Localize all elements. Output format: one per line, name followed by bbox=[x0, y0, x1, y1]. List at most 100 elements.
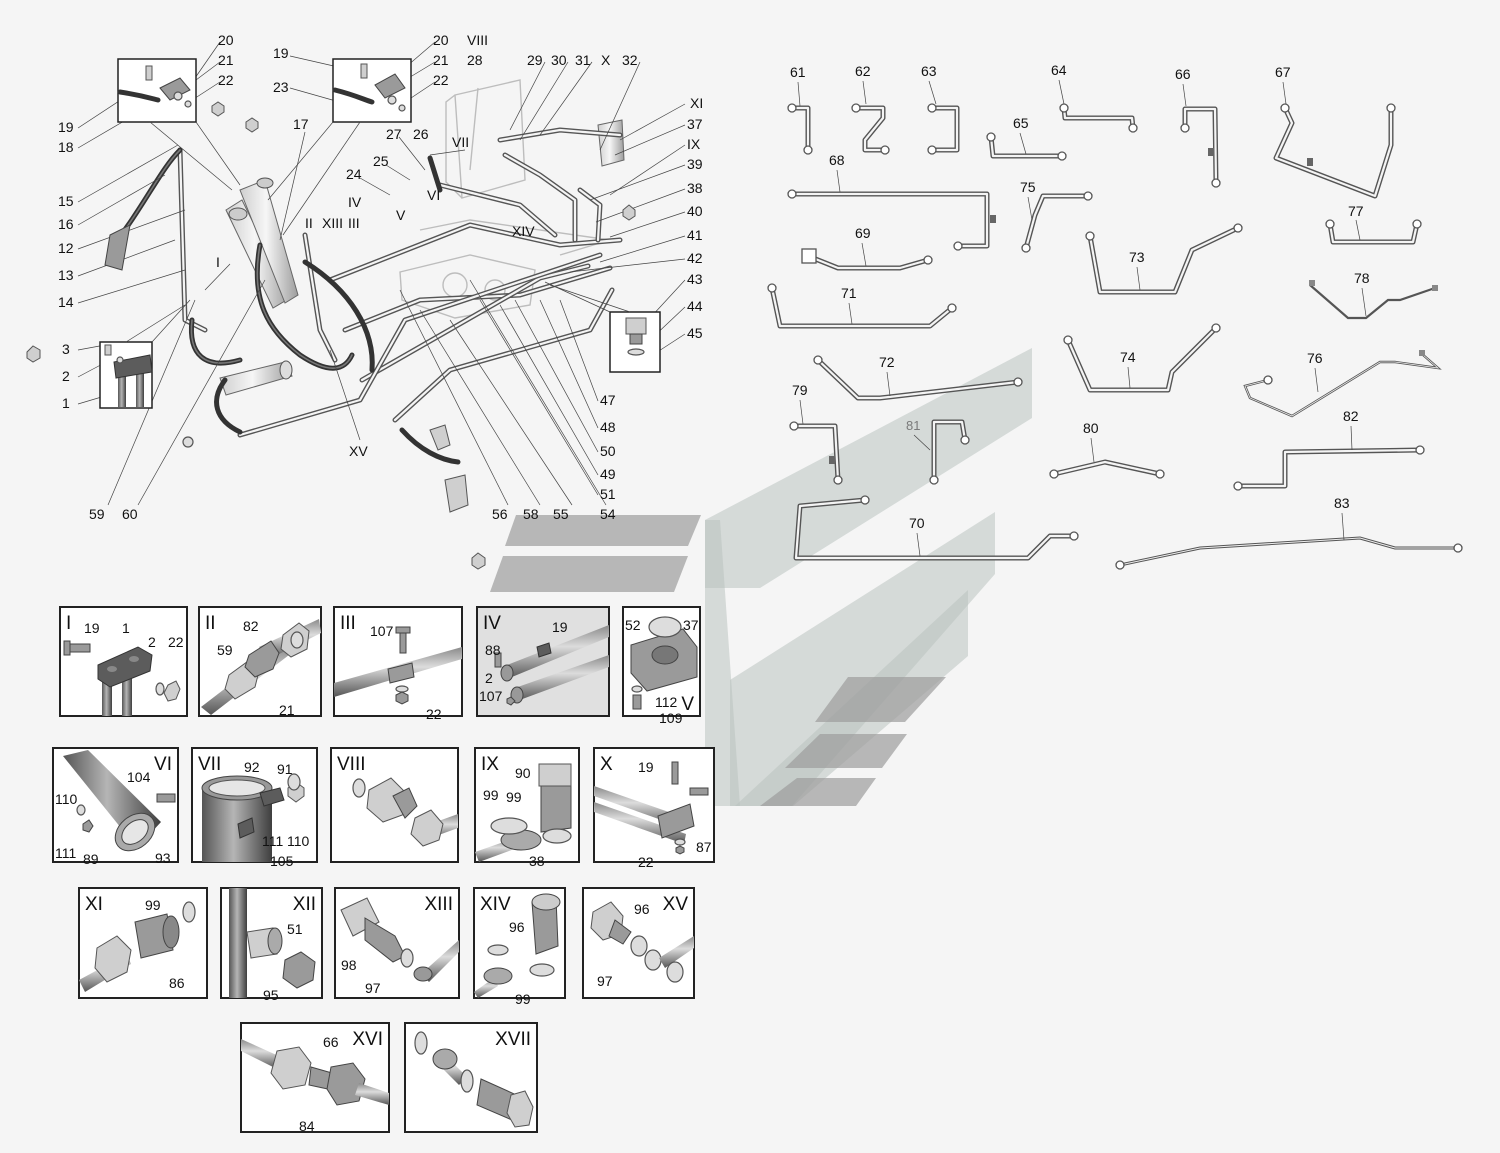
inset-roman-label: IX bbox=[481, 754, 499, 775]
callout-label: 69 bbox=[855, 225, 871, 241]
inset-roman-label: XIII bbox=[424, 894, 453, 915]
inset-part-number: 21 bbox=[279, 702, 295, 718]
inset-part-number: 111 bbox=[262, 833, 283, 849]
inset-part-number: 107 bbox=[479, 688, 503, 704]
callout-label: 64 bbox=[1051, 62, 1067, 78]
inset-part-number: 2 bbox=[148, 634, 156, 650]
callout-label: IV bbox=[348, 194, 362, 210]
inset-part-number: 38 bbox=[529, 853, 545, 869]
callout-label: 77 bbox=[1348, 203, 1364, 219]
callout-label: 25 bbox=[373, 153, 389, 169]
inset-part-number: 19 bbox=[84, 620, 100, 636]
detail-inset-II bbox=[198, 606, 322, 717]
inset-roman-label: VII bbox=[198, 754, 221, 775]
callout-label: 13 bbox=[58, 267, 74, 283]
inset-part-number: 90 bbox=[515, 765, 531, 781]
callout-label: 43 bbox=[687, 271, 703, 287]
inset-part-number: 19 bbox=[552, 619, 568, 635]
inset-part-number: 99 bbox=[483, 787, 499, 803]
individual-pipes-catalog bbox=[767, 79, 1463, 570]
callout-label: 17 bbox=[293, 116, 309, 132]
callout-label: 44 bbox=[687, 298, 703, 314]
detail-inset-V bbox=[622, 606, 701, 717]
callout-label: 50 bbox=[600, 443, 616, 459]
callout-label: 2 bbox=[62, 368, 70, 384]
detail-inset-X bbox=[593, 747, 715, 863]
callout-label: V bbox=[396, 207, 406, 223]
detail-inset-XII bbox=[220, 887, 323, 999]
detail-inset-VI bbox=[52, 747, 179, 863]
callout-label: 45 bbox=[687, 325, 703, 341]
callout-label: 42 bbox=[687, 250, 703, 266]
callout-label: VI bbox=[427, 187, 440, 203]
inset-part-number: 51 bbox=[287, 921, 303, 937]
callout-label: 28 bbox=[467, 52, 483, 68]
inset-part-number: 97 bbox=[597, 973, 613, 989]
inset-part-number: 97 bbox=[365, 980, 381, 996]
callout-label: 75 bbox=[1020, 179, 1036, 195]
callout-label: 21 bbox=[433, 52, 449, 68]
callout-label: 16 bbox=[58, 216, 74, 232]
callout-label: 83 bbox=[1334, 495, 1350, 511]
callout-label: 19 bbox=[273, 45, 289, 61]
inset-part-number: 88 bbox=[485, 642, 501, 658]
callout-label: XIII bbox=[322, 215, 343, 231]
inset-part-number: 96 bbox=[634, 901, 650, 917]
inset-part-number: 87 bbox=[696, 839, 712, 855]
inset-part-number: 110 bbox=[287, 833, 310, 849]
inset-roman-label: VIII bbox=[337, 754, 366, 775]
inset-part-number: 92 bbox=[244, 759, 260, 775]
inset-roman-label: XV bbox=[663, 894, 689, 915]
callout-label: 49 bbox=[600, 466, 616, 482]
watermark-logo bbox=[490, 348, 1032, 806]
callout-label: 1 bbox=[62, 395, 70, 411]
inset-part-number: 89 bbox=[83, 851, 99, 867]
zoom-box-flange bbox=[544, 281, 661, 373]
zoom-box-top-left bbox=[117, 58, 241, 191]
detail-inset-VII bbox=[191, 747, 318, 863]
inset-part-number: 99 bbox=[145, 897, 161, 913]
loose-fasteners bbox=[26, 101, 636, 570]
detail-inset-XV bbox=[582, 887, 695, 999]
callout-label: 66 bbox=[1175, 66, 1191, 82]
inset-roman-label: XI bbox=[85, 894, 103, 915]
callout-label: 21 bbox=[218, 52, 234, 68]
detail-inset-XIV bbox=[473, 887, 566, 999]
callout-label: 3 bbox=[62, 341, 70, 357]
inset-part-number: 105 bbox=[270, 853, 294, 869]
inset-roman-label: XII bbox=[293, 894, 316, 915]
inset-part-number: 59 bbox=[217, 642, 233, 658]
inset-roman-label: II bbox=[205, 613, 216, 634]
callout-label: 24 bbox=[346, 166, 362, 182]
inset-roman-label: IV bbox=[483, 613, 501, 634]
inset-part-number: 66 bbox=[323, 1034, 339, 1050]
inset-part-number: 22 bbox=[168, 634, 184, 650]
detail-inset-XVII bbox=[404, 1022, 538, 1133]
callout-label: 65 bbox=[1013, 115, 1029, 131]
inset-part-number: 22 bbox=[638, 854, 654, 870]
callout-label: 12 bbox=[58, 240, 74, 256]
callout-label: 39 bbox=[687, 156, 703, 172]
inset-part-number: 37 bbox=[683, 617, 699, 633]
zoom-box-top-right bbox=[267, 58, 412, 236]
callout-label: 56 bbox=[492, 506, 508, 522]
inset-part-number: 98 bbox=[341, 957, 357, 973]
callout-label: 51 bbox=[600, 486, 616, 502]
inset-roman-label: III bbox=[340, 613, 356, 634]
detail-inset-XVI bbox=[240, 1022, 390, 1133]
callout-label: 76 bbox=[1307, 350, 1323, 366]
callout-label: 55 bbox=[553, 506, 569, 522]
callout-label: 20 bbox=[218, 32, 234, 48]
callout-label: 14 bbox=[58, 294, 74, 310]
callout-label: 48 bbox=[600, 419, 616, 435]
inset-part-number: 52 bbox=[625, 617, 641, 633]
callout-label: 15 bbox=[58, 193, 74, 209]
callout-label: 23 bbox=[273, 79, 289, 95]
inset-part-number: 99 bbox=[515, 991, 531, 1007]
callout-label: VIII bbox=[467, 32, 488, 48]
inset-part-number: 96 bbox=[509, 919, 525, 935]
inset-part-number: 1 bbox=[122, 620, 130, 636]
callout-label: X bbox=[601, 52, 611, 68]
